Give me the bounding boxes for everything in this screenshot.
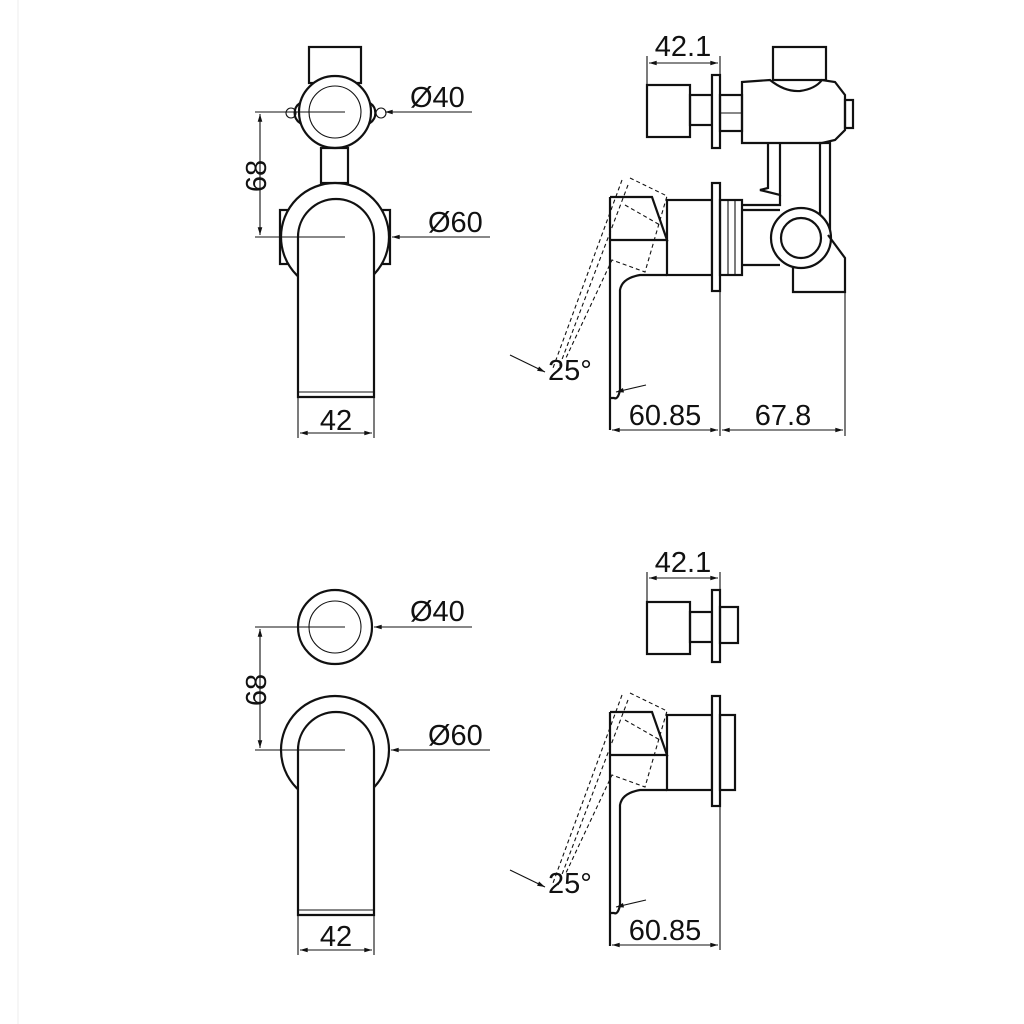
body-depth-label: 67.8 — [755, 400, 811, 432]
spout-width-label: 42 — [320, 921, 352, 953]
knob-depth-label: 42.1 — [655, 31, 711, 63]
dia-large-label: Ø60 — [428, 720, 483, 752]
center-distance-label: 68 — [241, 674, 273, 706]
lever-angle-label: 25° — [548, 868, 592, 900]
lever-angle-label: 25° — [548, 355, 592, 387]
knob-depth-label: 42.1 — [655, 547, 711, 579]
front-view-with-valve: 68 Ø40 Ø60 42 — [241, 45, 490, 438]
lever-projection-label: 60.85 — [629, 915, 702, 947]
center-distance-label: 68 — [241, 160, 273, 192]
dia-large-label: Ø60 — [428, 207, 483, 239]
spout-width-label: 42 — [320, 405, 352, 437]
lever-projection-label: 60.85 — [629, 400, 702, 432]
side-view-trim-only: 25° 42.1 60.85 — [509, 547, 740, 950]
dia-small-label: Ø40 — [410, 82, 465, 114]
side-view-with-valve: 25° 42.1 60.85 67.8 — [509, 31, 855, 436]
dia-small-label: Ø40 — [410, 596, 465, 628]
front-view-trim-only: 68 Ø40 Ø60 42 — [241, 588, 490, 955]
